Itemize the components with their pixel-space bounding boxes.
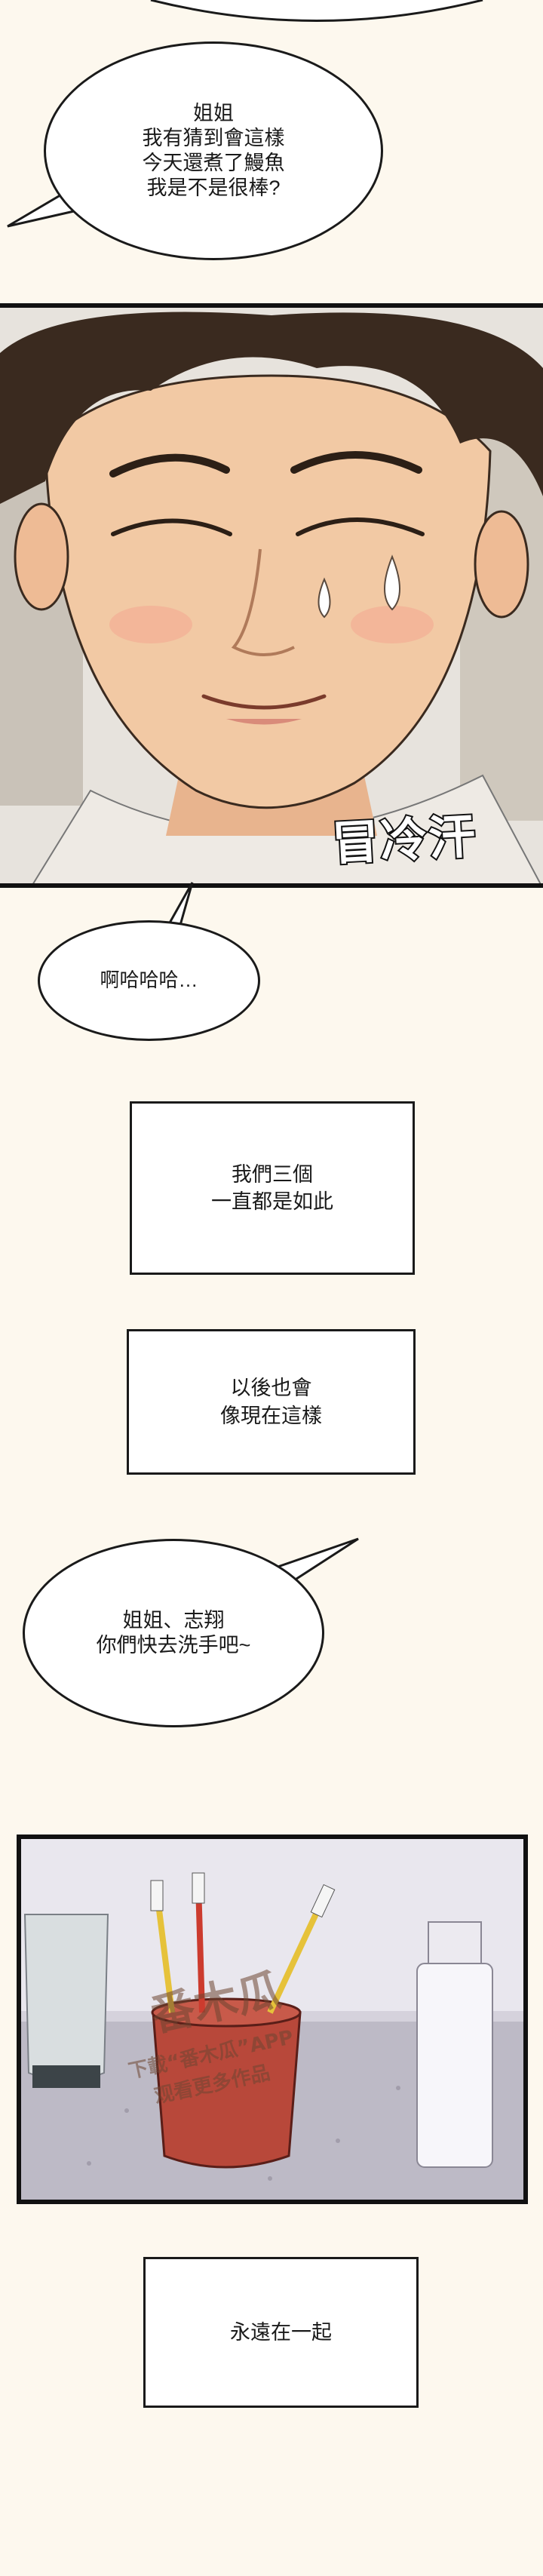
laugh-bubble-text: 啊哈哈哈… <box>100 969 198 992</box>
laugh-speech-bubble: 啊哈哈哈… <box>38 920 260 1041</box>
narration-1-text: 我們三個 一直都是如此 <box>211 1162 333 1213</box>
narration-box-2: 以後也會 像現在這樣 <box>127 1329 416 1475</box>
previous-bubble-edge <box>150 0 483 22</box>
narration-3-text: 永遠在一起 <box>230 2320 332 2344</box>
bathroom-panel: 番木瓜 下載“番木瓜”APP 观看更多作品 <box>17 1835 528 2204</box>
narration-box-1: 我們三個 一直都是如此 <box>130 1101 415 1275</box>
top-bubble-text: 姐姐 我有猜到會這樣 今天還煮了鰻魚 我是不是很棒? <box>142 102 285 199</box>
face-panel: 冒冷汗 <box>0 303 543 888</box>
narration-box-3: 永遠在一起 <box>143 2257 419 2408</box>
face-illustration <box>0 308 543 883</box>
narration-2-text: 以後也會 像現在這樣 <box>220 1377 322 1427</box>
call-speech-bubble: 姐姐、志翔 你們快去洗手吧~ <box>23 1539 324 1727</box>
top-speech-bubble: 姐姐 我有猜到會這樣 今天還煮了鰻魚 我是不是很棒? <box>44 41 383 260</box>
call-bubble-tail <box>271 1537 359 1582</box>
call-bubble-text: 姐姐、志翔 你們快去洗手吧~ <box>96 1609 251 1656</box>
cold-sweat-sfx: 冒冷汗 <box>330 807 480 873</box>
bathroom-illustration <box>21 1839 523 2200</box>
